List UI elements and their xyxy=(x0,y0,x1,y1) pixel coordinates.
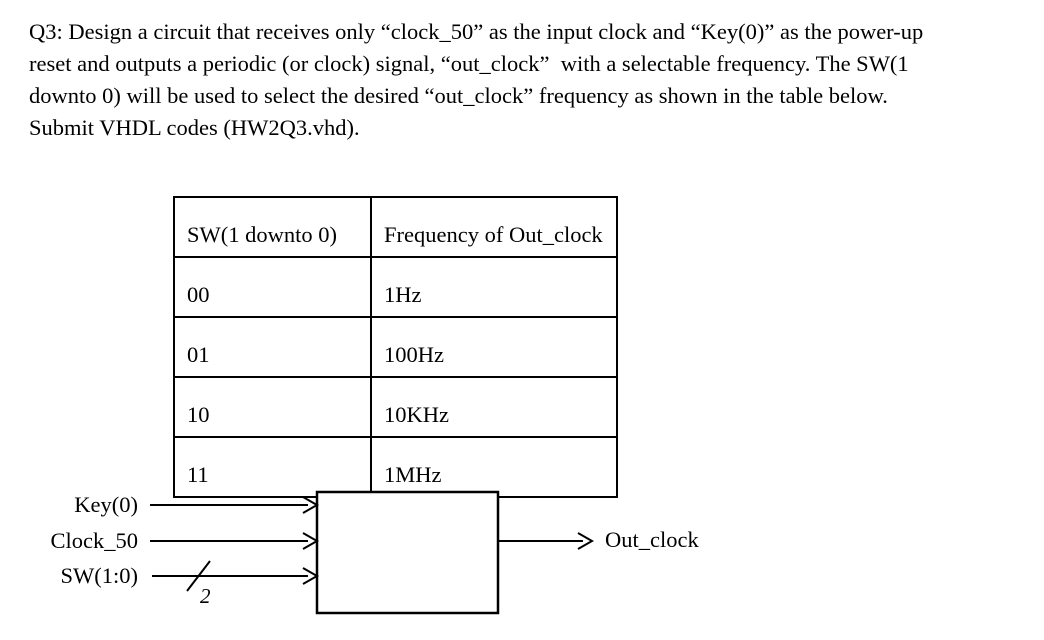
question-text: Q3: Design a circuit that receives only … xyxy=(29,16,1029,144)
sw-value-cell: 00 xyxy=(173,256,372,318)
question-line-4: Submit VHDL codes (HW2Q3.vhd). xyxy=(29,115,360,140)
table-header-row: SW(1 downto 0) Frequency of Out_clock xyxy=(173,196,618,258)
sw-arrowhead xyxy=(302,567,320,585)
outclock-arrowhead xyxy=(577,532,595,550)
sw-value-cell: 01 xyxy=(173,316,372,378)
bus-width-label: 2 xyxy=(200,584,211,608)
table-row: 00 1Hz xyxy=(173,256,618,318)
signal-label-key0: Key(0) xyxy=(74,492,138,517)
signal-label-outclock: Out_clock xyxy=(605,527,699,552)
signal-label-sw: SW(1:0) xyxy=(60,563,139,588)
sw-value-cell: 10 xyxy=(173,376,372,438)
frequency-value-cell: 1Hz xyxy=(370,256,618,318)
question-line-3: downto 0) will be used to select the des… xyxy=(29,83,888,108)
frequency-value-cell: 1MHz xyxy=(370,436,618,498)
question-line-1: Q3: Design a circuit that receives only … xyxy=(29,19,924,44)
frequency-value-cell: 100Hz xyxy=(370,316,618,378)
table-header-sw: SW(1 downto 0) xyxy=(173,196,372,258)
circuit-box xyxy=(315,490,500,615)
bus-width-slash xyxy=(186,560,211,592)
table-row: 10 10KHz xyxy=(173,376,618,438)
question-line-2: reset and outputs a periodic (or clock) … xyxy=(29,51,909,76)
sw-value-cell: 11 xyxy=(173,436,372,498)
signal-label-clock50: Clock_50 xyxy=(50,528,139,553)
table-row: 11 1MHz xyxy=(173,436,618,498)
key0-arrowhead xyxy=(302,496,320,514)
frequency-value-cell: 10KHz xyxy=(370,376,618,438)
table-row: 01 100Hz xyxy=(173,316,618,378)
table-header-frequency: Frequency of Out_clock xyxy=(370,196,618,258)
clock50-arrowhead xyxy=(302,532,320,550)
frequency-table: SW(1 downto 0) Frequency of Out_clock 00… xyxy=(173,196,618,498)
